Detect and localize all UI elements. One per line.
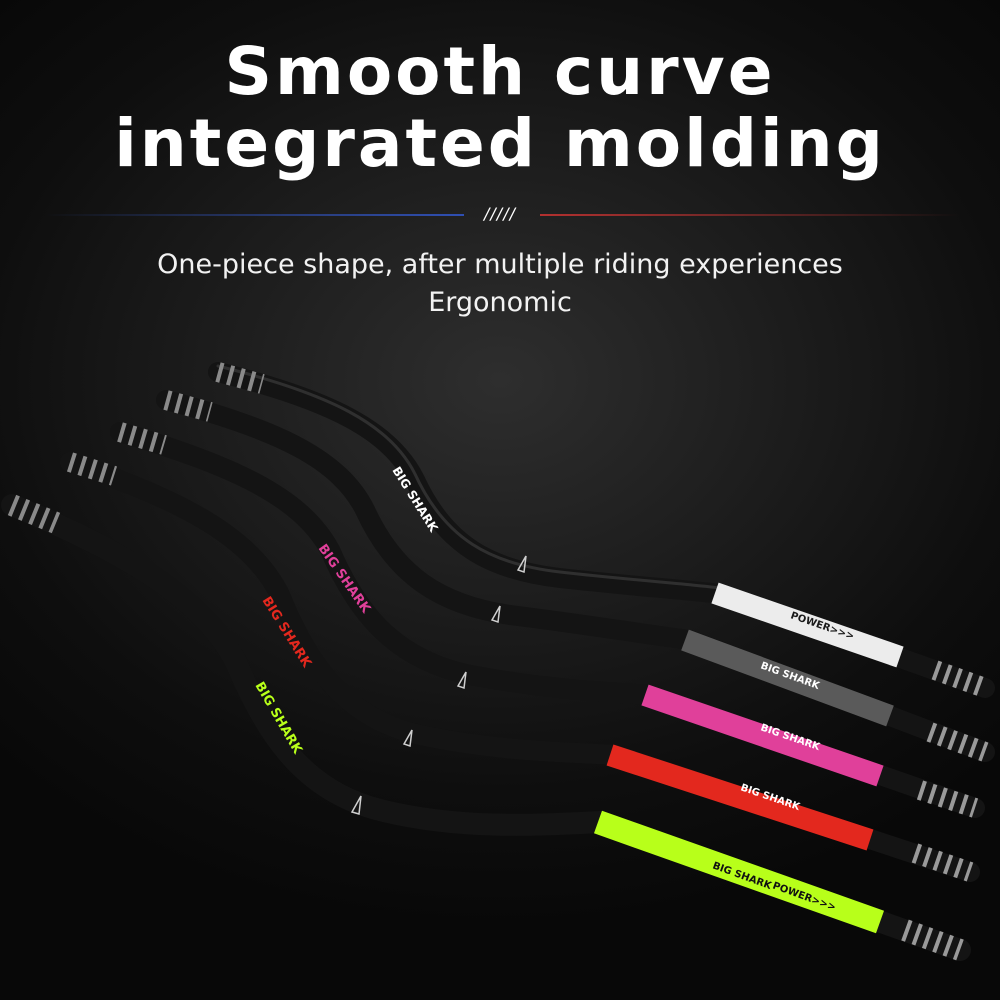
shark-fin-icon xyxy=(402,729,413,748)
handlebar-red: BIG SHARK BIG SHARK xyxy=(60,452,980,882)
headline-line-2: integrated molding xyxy=(114,105,886,182)
grip-decal-white xyxy=(711,582,904,668)
bar-end-knurl-left xyxy=(215,362,265,394)
bar-end-knurl-right xyxy=(931,660,989,698)
bar-end-knurl-left xyxy=(7,494,61,534)
bar-end-knurl-left xyxy=(117,422,167,455)
shark-fin-icon xyxy=(516,555,527,574)
grip-decal-red xyxy=(606,744,874,851)
brand-label: BIG SHARK xyxy=(315,542,374,617)
grip-decal-lime xyxy=(593,810,885,934)
center-logo-marks xyxy=(350,555,527,815)
headline: Smooth curve integrated molding xyxy=(0,36,1000,180)
divider-left-line xyxy=(44,214,464,216)
bar-end-knurl-left xyxy=(66,452,118,486)
handlebar-lime: BIG SHARK BIG SHARK POWER>>> xyxy=(1,494,971,961)
shark-fin-icon xyxy=(490,605,501,624)
divider-slash-marks: ///// xyxy=(484,204,516,223)
subheadline: One-piece shape, after multiple riding e… xyxy=(0,246,1000,322)
grip-decal-grey xyxy=(681,629,894,727)
handlebar-grey: BIG SHARK xyxy=(156,390,995,762)
subheadline-line-2: Ergonomic xyxy=(428,287,572,318)
subheadline-line-1: One-piece shape, after multiple riding e… xyxy=(157,249,843,280)
shark-fin-icon xyxy=(350,795,362,815)
shark-fin-icon xyxy=(456,671,467,690)
bar-end-knurl-left xyxy=(163,390,213,422)
handlebar-white: BIG SHARK POWER>>> xyxy=(208,362,995,698)
grip-decal-pink xyxy=(641,684,884,787)
divider-right-line xyxy=(540,214,960,216)
headline-line-1: Smooth curve xyxy=(224,33,776,110)
